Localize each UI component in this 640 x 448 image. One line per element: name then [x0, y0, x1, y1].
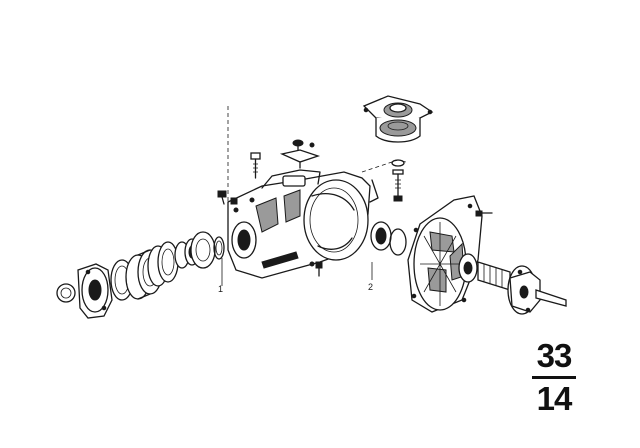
bolt-small-1	[217, 190, 227, 205]
output-shaft-right	[458, 253, 567, 315]
page-code-sheet: 14	[536, 380, 573, 417]
callout-2: 2	[368, 282, 373, 292]
page-code-group: 33	[536, 337, 573, 374]
callout-1: 1	[218, 284, 223, 294]
circlip-1	[213, 236, 225, 260]
output-flange-left	[56, 263, 113, 319]
bolt-small-3	[315, 261, 323, 277]
cover-bolt	[475, 210, 493, 217]
page-code: 33 14	[528, 338, 580, 417]
page-code-divider	[532, 376, 576, 379]
bearing-cup-left	[147, 241, 179, 287]
cover-plate	[279, 139, 321, 169]
mount-bolt	[391, 159, 405, 202]
side-seal	[370, 221, 392, 251]
rear-cover	[407, 195, 483, 313]
pinion-bearing	[190, 231, 216, 269]
o-ring	[389, 228, 407, 256]
bolt-upper-left	[250, 152, 261, 179]
rubber-mount	[362, 95, 434, 143]
differential-housing	[227, 169, 379, 279]
bolt-small-2	[230, 197, 238, 205]
